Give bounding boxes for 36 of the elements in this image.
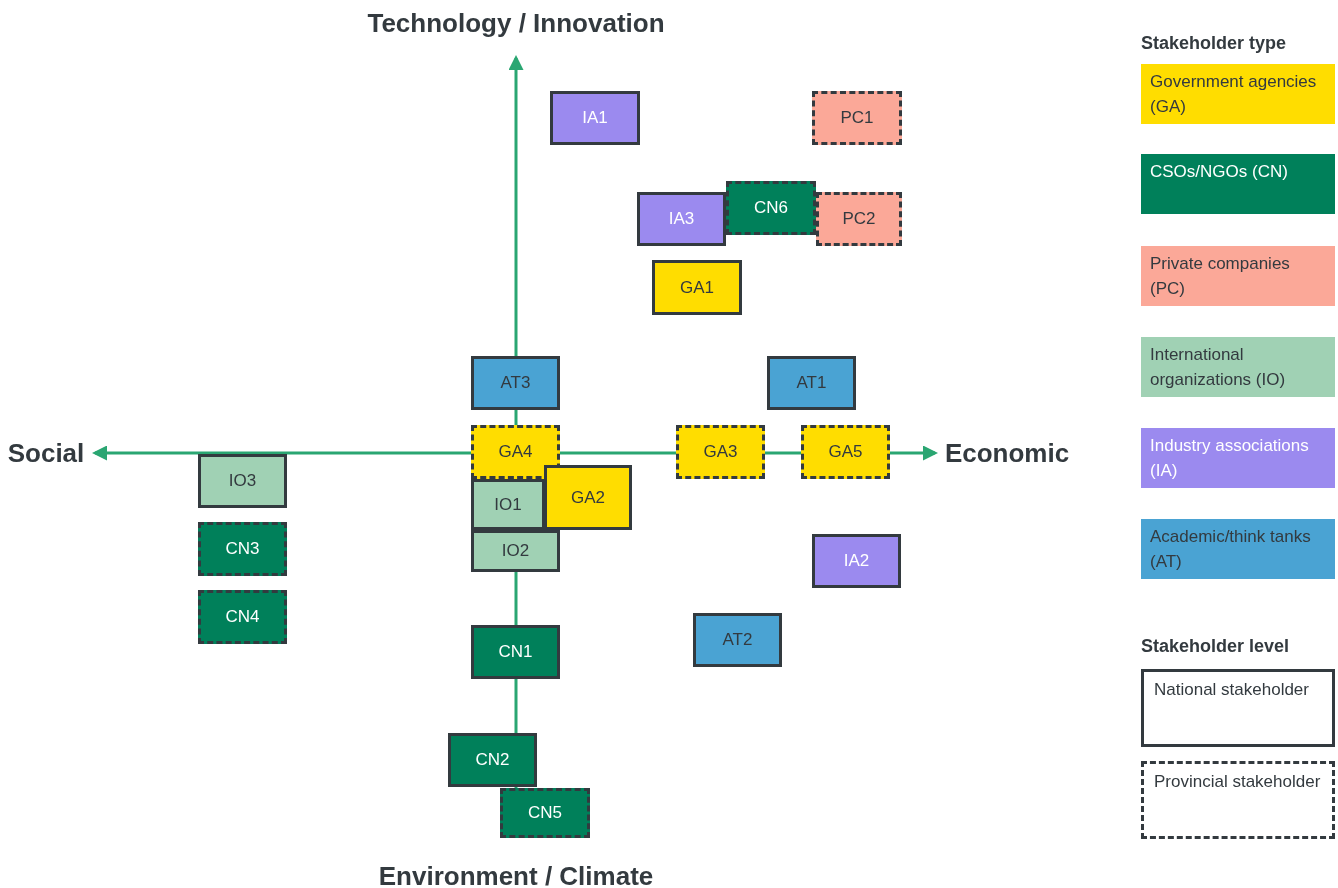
academic-box: AT1 [767,356,856,410]
legend-heading: Stakeholder level [1141,635,1290,657]
agency-box: GA1 [652,260,742,315]
agency-box: GA2 [544,465,632,530]
association-box: IA3 [637,192,726,246]
agency-box: GA3 [676,425,765,479]
ngo-box: CN4 [198,590,287,644]
legend-text: National stakeholder [1154,679,1310,701]
ngo-box: CN2 [448,733,537,787]
ngo-box: CN6 [726,181,816,235]
ngo-box: CN3 [198,522,287,576]
company-box: PC1 [812,91,902,145]
association-box: IA1 [550,91,640,145]
association-box: IA2 [812,534,901,588]
axis-title: Environment / Climate [378,860,654,888]
legend-text: CSOs/NGOs (CN) [1150,161,1289,183]
legend-text: Private companies (PC) [1150,253,1291,300]
axis-title: Social [7,437,85,469]
agency-box: GA5 [801,425,890,479]
legend-text: International organizations (IO) [1150,344,1287,391]
organization-box: IO3 [198,454,287,508]
organization-box: IO2 [471,530,560,572]
academic-box: AT2 [693,613,782,667]
legend-text: Provincial stakeholder [1154,771,1322,793]
company-box: PC2 [816,192,902,246]
ngo-box: CN5 [500,788,590,838]
legend-heading: Stakeholder type [1141,32,1287,54]
academic-box: AT3 [471,356,560,410]
legend-text: Academic/think tanks (AT) [1150,526,1312,573]
axis-title: Economic [944,437,1070,469]
organization-box: IO1 [471,479,545,530]
legend-text: Industry associations (IA) [1150,435,1310,482]
legend-text: Government agencies (GA) [1150,71,1318,118]
axis-title: Technology / Innovation [367,7,665,39]
agency-box: GA4 [471,425,560,479]
ngo-box: CN1 [471,625,560,679]
